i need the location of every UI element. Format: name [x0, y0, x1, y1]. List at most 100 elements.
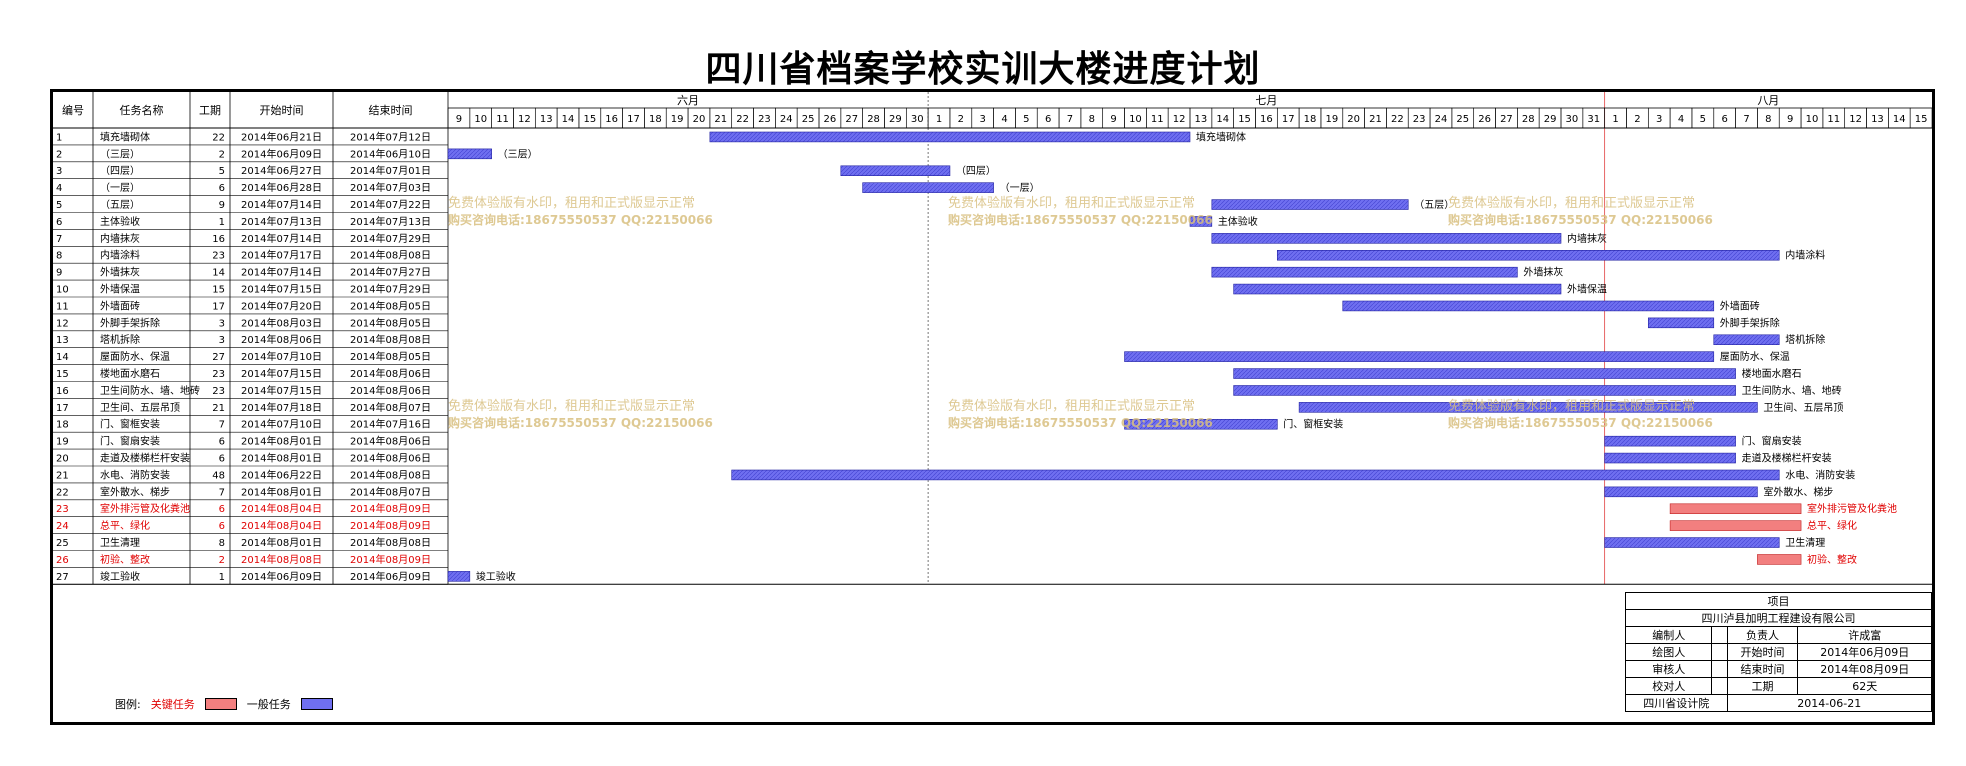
task-duration: 23 [212, 386, 225, 397]
day-label: 10 [474, 114, 487, 125]
gantt-bar [1276, 250, 1780, 261]
task-start: 2014年07月18日 [241, 401, 322, 414]
bar-label: 水电、消防安装 [1785, 468, 1855, 481]
day-label: 5 [1700, 114, 1706, 125]
task-id: 13 [56, 335, 69, 346]
day-label: 7 [1743, 114, 1749, 125]
legend: 图例: 关键任务 一般任务 [115, 696, 333, 712]
bar-label: 外脚手架拆除 [1720, 316, 1780, 329]
watermark-line2: 购买咨询电话:18675550537 QQ:22150066 [948, 212, 1213, 227]
day-label: 24 [1435, 114, 1448, 125]
task-duration: 17 [212, 301, 225, 312]
day-label: 23 [1413, 114, 1426, 125]
gantt-bar [1342, 300, 1715, 312]
day-label: 12 [1849, 114, 1862, 125]
task-name: 外墙保温 [100, 283, 140, 296]
day-label: 21 [714, 114, 727, 125]
day-label: 15 [1238, 114, 1251, 125]
task-start: 2014年07月17日 [241, 249, 322, 262]
task-start: 2014年07月14日 [241, 232, 322, 245]
info-duration-value: 62天 [1797, 677, 1932, 695]
task-end: 2014年08月08日 [350, 249, 431, 262]
day-label: 2 [958, 114, 964, 125]
day-label: 22 [736, 114, 749, 125]
gantt-bar [731, 469, 1780, 481]
gantt-bar [840, 165, 951, 177]
day-label: 18 [1304, 114, 1317, 125]
gantt-bar [1647, 317, 1715, 329]
task-duration: 5 [219, 166, 225, 177]
task-duration: 23 [212, 251, 225, 262]
bar-label: 卫生间、五层吊顶 [1763, 401, 1843, 414]
task-id: 24 [56, 521, 69, 532]
task-start: 2014年06月09日 [241, 147, 322, 160]
day-label: 9 [1787, 114, 1793, 125]
task-name: 楼地面水磨石 [100, 367, 160, 380]
day-label: 30 [1566, 114, 1579, 125]
day-label: 15 [583, 114, 596, 125]
task-id: 6 [56, 217, 62, 228]
watermark-line1: 免费体验版有水印，租用和正式版显示正常 [448, 398, 695, 414]
task-start: 2014年06月27日 [241, 164, 322, 177]
task-duration: 6 [219, 437, 225, 448]
day-label: 17 [627, 114, 640, 125]
task-name: 外墙面砖 [100, 299, 140, 312]
legend-normal-label: 一般任务 [246, 698, 291, 711]
day-label: 21 [1369, 114, 1382, 125]
task-end: 2014年08月05日 [350, 299, 431, 312]
day-label: 8 [1089, 114, 1095, 125]
bar-label: 走道及楼梯栏杆安装 [1742, 452, 1832, 465]
legend-critical-label: 关键任务 [150, 698, 195, 711]
task-start: 2014年08月04日 [241, 519, 322, 532]
bar-label: 竣工验收 [476, 570, 516, 583]
gantt-bar [1124, 418, 1278, 430]
bar-label: 门、窗扇安装 [1742, 435, 1802, 448]
day-label: 15 [1915, 114, 1928, 125]
day-label: 22 [1391, 114, 1404, 125]
task-name: 卫生清理 [100, 536, 140, 549]
day-label: 12 [1173, 114, 1186, 125]
task-id: 8 [56, 251, 62, 262]
column-header: 任务名称 [120, 103, 164, 117]
day-label: 16 [1260, 114, 1273, 125]
bar-label: 外墙面砖 [1720, 299, 1760, 312]
task-id: 11 [56, 301, 69, 312]
task-start: 2014年08月06日 [241, 333, 322, 346]
info-date: 2014-06-21 [1726, 694, 1933, 712]
task-id: 21 [56, 470, 69, 481]
watermark-line1: 免费体验版有水印，租用和正式版显示正常 [1448, 398, 1695, 414]
info-reviewed-by: 审核人 [1624, 660, 1713, 678]
day-label: 4 [1001, 114, 1007, 125]
task-duration: 1 [219, 217, 225, 228]
task-end: 2014年08月05日 [350, 316, 431, 329]
task-duration: 14 [212, 268, 225, 279]
task-duration: 3 [219, 318, 225, 329]
task-start: 2014年08月03日 [241, 316, 322, 329]
task-end: 2014年06月09日 [350, 570, 431, 583]
legend-normal-swatch [300, 698, 333, 710]
task-start: 2014年07月20日 [241, 299, 322, 312]
task-duration: 2 [219, 555, 225, 566]
watermark-line2: 购买咨询电话:18675550537 QQ:22150066 [1448, 415, 1713, 430]
task-start: 2014年06月22日 [241, 468, 322, 481]
bar-label: 内墙抹灰 [1567, 232, 1607, 245]
task-end: 2014年08月09日 [350, 502, 431, 515]
task-duration: 15 [212, 285, 225, 296]
task-id: 5 [56, 200, 62, 211]
task-end: 2014年07月01日 [350, 164, 431, 177]
gantt-bar [1604, 452, 1736, 464]
task-duration: 9 [219, 200, 225, 211]
task-name: 屋面防水、保温 [100, 350, 170, 363]
task-name: 塔机拆除 [100, 333, 140, 346]
task-end: 2014年07月12日 [350, 130, 431, 143]
legend-critical-swatch [204, 698, 237, 710]
task-end: 2014年08月08日 [350, 536, 431, 549]
gantt-bar [1211, 266, 1518, 278]
